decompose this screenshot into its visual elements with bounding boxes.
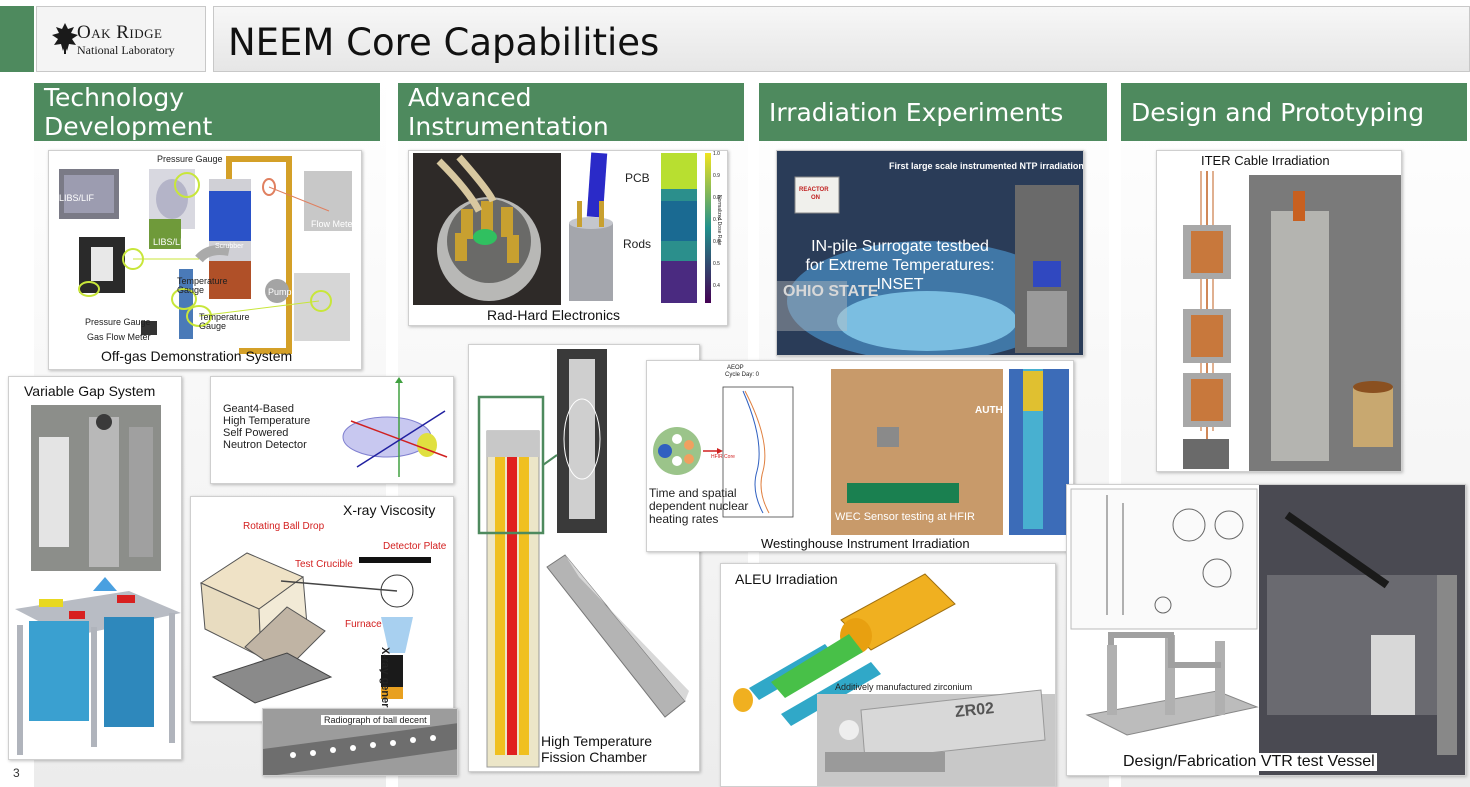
reactor-sign: REACTOR — [799, 187, 829, 193]
vtr-drawing — [1070, 485, 1465, 775]
colorbar-tick: 0.4 — [713, 283, 720, 289]
xray-drawing — [199, 552, 431, 704]
westinghouse-drawing — [653, 369, 1069, 535]
reactor-sign: ON — [811, 195, 820, 201]
offgas-label: LIBS/LIF — [153, 237, 189, 247]
offgas-caption: Off-gas Demonstration System — [101, 348, 293, 364]
column-header: Irradiation Experiments — [759, 83, 1107, 141]
fission-chamber-image: High Temperature Fission Chamber — [468, 344, 700, 772]
offgas-label: Pressure Gauge — [157, 154, 223, 164]
colorbar-tick: 0.7 — [713, 217, 720, 223]
radiograph-caption: Radiograph of ball decent — [321, 715, 430, 725]
fission-caption: High Temperature Fission Chamber — [541, 733, 653, 765]
colorbar-tick: 0.9 — [713, 173, 720, 179]
xray-label: Furnace — [345, 619, 382, 630]
westinghouse-caption: Westinghouse Instrument Irradiation — [761, 536, 970, 551]
vtr-caption: Design/Fabrication VTR test Vessel — [1121, 753, 1377, 771]
colorbar-tick: 1.0 — [713, 151, 720, 157]
aleu-irradiation-image: ALEU Irradiation Additively manufactured… — [720, 563, 1056, 787]
iter-caption: ITER Cable Irradiation — [1201, 153, 1330, 168]
oak-leaf-icon — [52, 23, 78, 54]
rad-hard-drawing — [413, 152, 711, 305]
geant4-drawing — [342, 377, 448, 477]
variable-gap-caption: Variable Gap System — [24, 383, 156, 399]
inset-testbed-image: REACTOR ON First large scale instrumente… — [776, 150, 1084, 356]
colorbar-tick: 0.5 — [713, 261, 720, 267]
page-title: NEEM Core Capabilities — [228, 21, 660, 64]
offgas-label: LIBS/LIF — [59, 193, 95, 203]
xray-label: Test Crucible — [295, 559, 353, 570]
ohio-state-mark: OHIO STATE — [783, 283, 879, 300]
offgas-label: Temperature Gauge — [199, 312, 250, 331]
inset-title: IN-pile Surrogate testbed for Extreme Te… — [805, 238, 995, 293]
header-accent-bar — [0, 6, 34, 72]
offgas-label: Pump — [268, 287, 292, 297]
auth-label: AUTH — [975, 405, 1003, 416]
logo-line2: National Laboratory — [77, 43, 175, 57]
geant4-line: Geant4-Based High Temperature Self Power… — [223, 403, 311, 451]
inset-banner: First large scale instrumented NTP irrad… — [889, 161, 1084, 171]
offgas-diagram — [59, 156, 352, 354]
xray-label: Rotating Ball Drop — [243, 521, 325, 532]
rad-hard-label: Rods — [623, 237, 652, 251]
iter-drawing — [1183, 171, 1401, 471]
colorbar-label: Normalized Dose Rate — [716, 195, 722, 246]
xray-label: Detector Plate — [383, 541, 447, 552]
xray-caption: X-ray Viscosity — [343, 502, 436, 518]
variable-gap-image: Variable Gap System — [8, 376, 182, 760]
title-bar: NEEM Core Capabilities — [213, 6, 1470, 72]
plot-title: AEOP — [727, 365, 744, 371]
radiograph-image: Radiograph of ball decent — [262, 708, 458, 776]
colorbar-tick: 0.6 — [713, 239, 720, 245]
column-header: Design and Prototyping — [1121, 83, 1467, 141]
geant4-detector-image: Geant4-Based High Temperature Self Power… — [210, 376, 454, 484]
heating-rates-text: Time and spatial dependent nuclear heati… — [649, 486, 749, 526]
aleu-drawing — [733, 573, 1055, 786]
offgas-label: Temperature Gauge — [177, 276, 228, 295]
offgas-label: Flow Meter — [311, 219, 356, 229]
rad-hard-label: PCB — [625, 171, 650, 185]
ornl-logo: Oak Ridge National Laboratory — [36, 6, 206, 72]
page-number: 3 — [13, 766, 20, 780]
radiograph-drawing — [263, 723, 457, 775]
hfir-core-label: HFIR Core — [711, 454, 735, 460]
aleu-caption: ALEU Irradiation — [735, 571, 838, 587]
logo-line1: Oak Ridge — [77, 22, 163, 43]
xray-viscosity-image: X-ray Viscosity Rotating Ball Drop Test … — [190, 496, 454, 722]
colorbar-tick: 0.8 — [713, 195, 720, 201]
iter-cable-image: ITER Cable Irradiation — [1156, 150, 1402, 472]
offgas-label: Gas Flow Meter — [87, 332, 151, 342]
inset-drawing — [777, 151, 1083, 355]
plot-subtitle: Cycle Day: 0 — [725, 372, 760, 378]
wec-sensor-text: WEC Sensor testing at HFIR — [835, 511, 975, 523]
offgas-label: Scrubber — [215, 243, 244, 250]
fission-chamber-drawing — [477, 349, 689, 768]
variable-gap-drawing — [15, 405, 181, 755]
offgas-label: Pressure Gauge — [85, 317, 151, 327]
rad-hard-caption: Rad-Hard Electronics — [487, 307, 621, 323]
westinghouse-image: AEOP Cycle Day: 0 HFIR Core AUTH Time an… — [646, 360, 1074, 552]
rad-hard-electronics-image: PCB Rods 1.0 0.9 0.8 0.7 0.6 0.5 0.4 Nor… — [408, 150, 728, 326]
offgas-system-image: Pressure Gauge LIBS/LIF LIBS/LIF Scrubbe… — [48, 150, 362, 370]
aleu-subcaption: Additively manufactured zirconium — [835, 682, 973, 692]
vtr-vessel-image: Design/Fabrication VTR test Vessel — [1066, 484, 1466, 776]
